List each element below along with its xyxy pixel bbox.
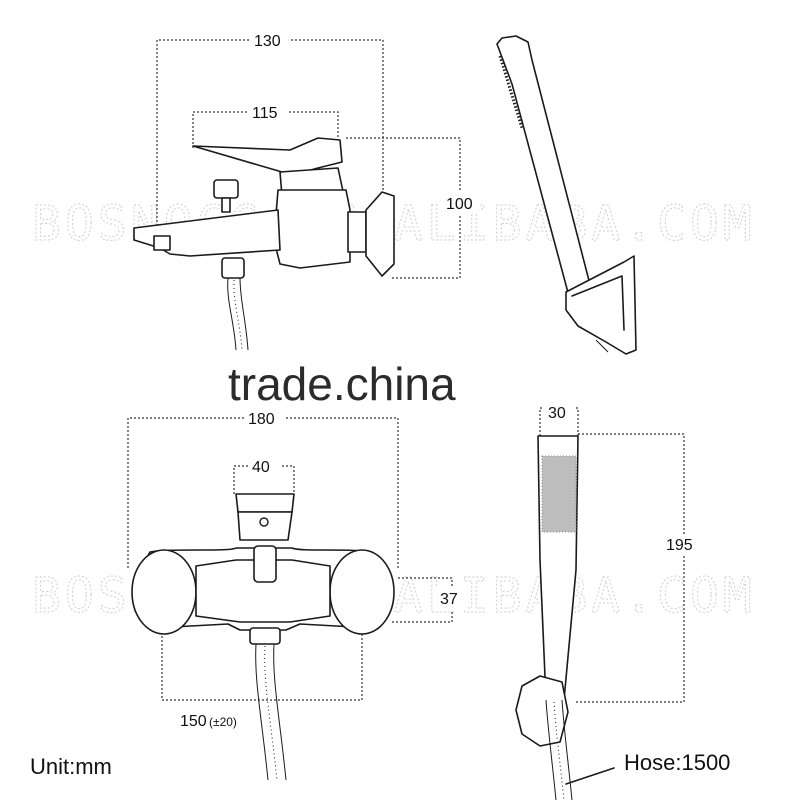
diverter-stem xyxy=(221,197,231,213)
watermark-site-backdrop xyxy=(195,352,590,412)
dim-label-bg-30 xyxy=(544,400,574,420)
left-flange-front xyxy=(131,549,197,635)
diverter-front xyxy=(253,545,277,583)
right-flange-front xyxy=(329,549,395,635)
dim-label-bg-130 xyxy=(250,30,290,50)
handshower-nozzle-face xyxy=(541,455,577,533)
dim-label-bg-195 xyxy=(664,534,704,556)
unit-label: Unit:mm xyxy=(30,754,112,779)
dim-label-bg-100 xyxy=(444,192,480,214)
dim-label-bg-40 xyxy=(248,456,280,476)
dim-150-tolerance: (±20) xyxy=(209,715,237,729)
dim-37: 37 xyxy=(440,591,458,608)
hose-front-view xyxy=(255,643,287,781)
dim-40: 40 xyxy=(252,459,270,476)
spout-outlet xyxy=(153,235,171,251)
hose-handshower-front xyxy=(545,699,573,800)
dim-30: 30 xyxy=(548,405,566,422)
handshower-body-side xyxy=(496,35,595,313)
dim-label-bg-180 xyxy=(244,408,284,428)
wall-flange xyxy=(365,191,395,277)
hose-connector xyxy=(221,257,245,279)
dim-150: 150 xyxy=(180,713,207,730)
hose-connector-front xyxy=(249,627,281,645)
watermark-site: trade.china xyxy=(228,358,456,410)
lever-screw xyxy=(259,517,269,527)
dim-label-bg-37 xyxy=(436,588,468,610)
dim-100: 100 xyxy=(446,196,473,213)
hose-side-view xyxy=(227,277,249,351)
dim-frame-150 xyxy=(161,620,363,701)
diverter-knob xyxy=(213,179,239,199)
handshower-front-view: 30 195 xyxy=(515,400,704,800)
hex-nut xyxy=(347,211,367,253)
mixer-lever-front xyxy=(235,493,295,513)
dim-130: 130 xyxy=(254,33,281,50)
hose-label: Hose:1500 xyxy=(624,750,730,775)
dim-180: 180 xyxy=(248,411,275,428)
mixer-body xyxy=(273,189,351,269)
handshower-side-view xyxy=(496,35,637,355)
wall-bracket-front xyxy=(515,675,569,747)
hose-leader-line xyxy=(565,767,615,785)
hose-stub-side xyxy=(595,339,609,353)
mixer-side-view: 130 115 100 xyxy=(133,30,480,351)
dim-195: 195 xyxy=(666,537,693,554)
dim-frame-30 xyxy=(539,407,579,436)
dim-115: 115 xyxy=(252,105,278,122)
dim-label-bg-115 xyxy=(248,102,288,122)
dim-frame-195 xyxy=(574,433,685,703)
wall-bracket-side xyxy=(565,255,637,355)
mixer-front-view: 180 40 37 150 (±20) xyxy=(127,408,468,781)
wall-bracket-inner xyxy=(571,275,625,331)
